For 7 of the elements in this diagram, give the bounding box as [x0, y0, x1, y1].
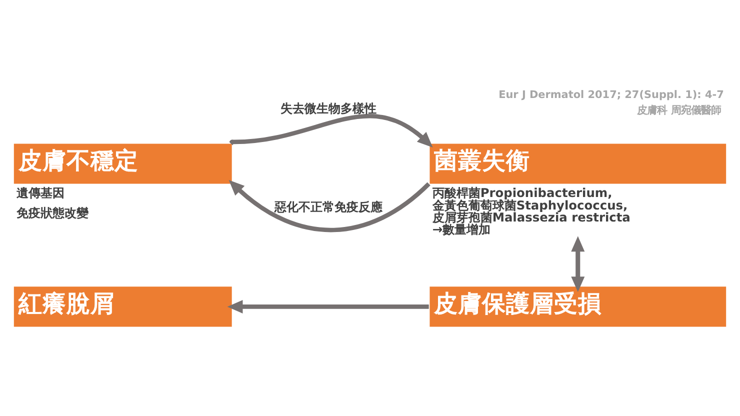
- node-label: 丙酸桿菌Propionibacterium, 金黃色葡萄球菌Staphylococcus, 皮屑芽孢菌Malassezia restricta →數量增加: [432, 186, 630, 237]
- label: 皮膚科 周宛儀醫師: [637, 104, 721, 117]
- edge-label: 惡化不正常免疫反應: [274, 200, 383, 214]
- edge-label: 失去微生物多樣性: [280, 102, 377, 116]
- node-label: 遺傳基因: [16, 186, 65, 200]
- label: Eur J Dermatol 2017; 27(Suppl. 1): 4-7: [498, 89, 724, 102]
- node-label: 免疫狀態改變: [16, 206, 89, 220]
